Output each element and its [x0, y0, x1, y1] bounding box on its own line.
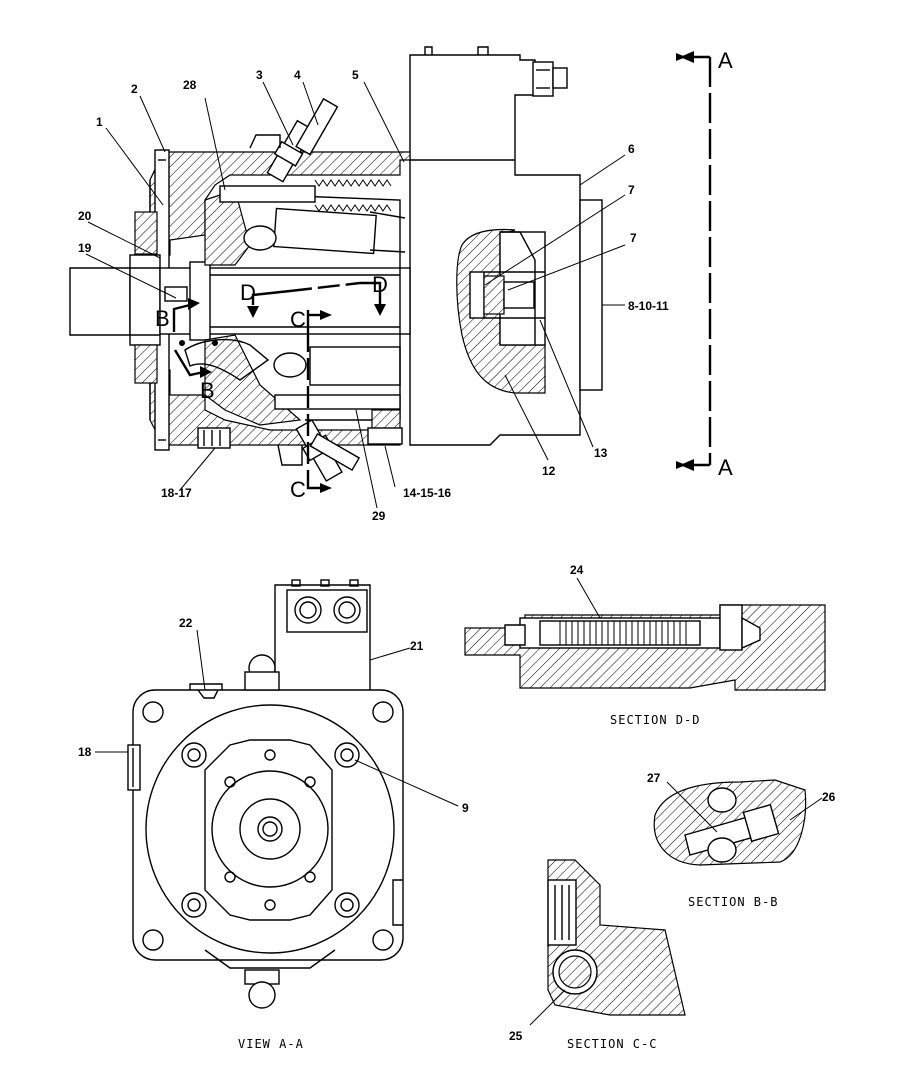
section-mark-a-bottom: A [718, 455, 733, 480]
leader-lines [85, 81, 626, 509]
callout-1: 1 [96, 115, 103, 129]
callout-29: 29 [372, 509, 386, 523]
section-c-c [529, 859, 686, 1026]
callout-25: 25 [509, 1029, 523, 1043]
callout-4: 4 [294, 68, 301, 82]
caption-section-c-c: SECTION C-C [567, 1037, 657, 1051]
main-section-view [69, 46, 603, 482]
callout-5: 5 [352, 68, 359, 82]
callout-18: 18 [78, 745, 92, 759]
callout-13: 13 [594, 446, 608, 460]
callout-3: 3 [256, 68, 263, 82]
callout-14-15-16: 14-15-16 [403, 486, 451, 500]
callout-labels: 1 2 28 3 4 5 6 7 7 8-10-11 20 19 18-17 1… [78, 68, 836, 1043]
caption-view-a-a: VIEW A-A [238, 1037, 304, 1051]
section-b-b [653, 779, 823, 866]
callout-7-lower: 7 [630, 231, 637, 245]
section-d-d [464, 577, 826, 691]
section-cutting-lines [172, 51, 712, 493]
section-mark-b-top: B [155, 306, 170, 331]
section-mark-letters: A A B B C C D D [155, 48, 733, 502]
callout-21: 21 [410, 639, 424, 653]
section-mark-b-bottom: B [200, 378, 215, 403]
view-captions: VIEW A-A SECTION D-D SECTION B-B SECTION… [238, 713, 778, 1051]
view-a-a [95, 579, 459, 1009]
callout-8-10-11: 8-10-11 [628, 299, 669, 313]
section-mark-c-top: C [290, 307, 306, 332]
callout-9: 9 [462, 801, 469, 815]
callout-12: 12 [542, 464, 556, 478]
section-mark-d-right: D [372, 272, 388, 297]
callout-24: 24 [570, 563, 584, 577]
callout-2: 2 [131, 82, 138, 96]
section-mark-d-left: D [240, 280, 256, 305]
caption-section-b-b: SECTION B-B [688, 895, 778, 909]
callout-6: 6 [628, 142, 635, 156]
section-mark-c-bottom: C [290, 477, 306, 502]
section-mark-a-top: A [718, 48, 733, 73]
callout-19: 19 [78, 241, 92, 255]
callout-18-17: 18-17 [161, 486, 192, 500]
callout-26: 26 [822, 790, 836, 804]
caption-section-d-d: SECTION D-D [610, 713, 700, 727]
callout-27: 27 [647, 771, 661, 785]
callout-22: 22 [179, 616, 193, 630]
callout-20: 20 [78, 209, 92, 223]
callout-7-upper: 7 [628, 183, 635, 197]
callout-28: 28 [183, 78, 197, 92]
